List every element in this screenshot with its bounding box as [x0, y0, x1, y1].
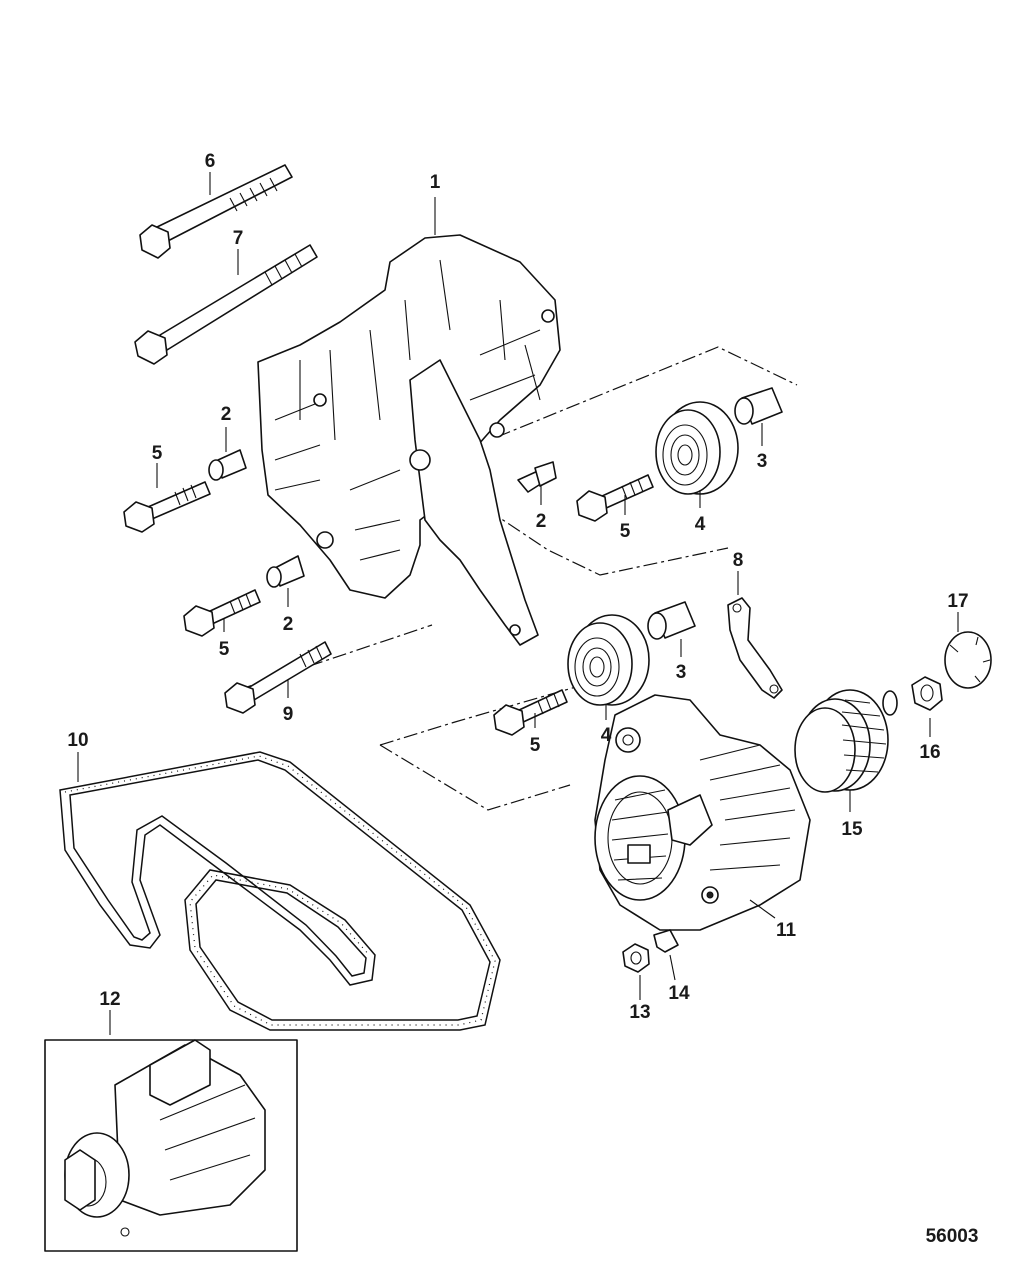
figure-number: 56003 — [926, 1226, 979, 1247]
callout-12: 12 — [99, 989, 120, 1010]
idler-pulley-4-lower — [567, 614, 650, 706]
callout-4-lower: 4 — [601, 725, 612, 746]
callout-4-upper: 4 — [695, 514, 706, 535]
adjusting-strap-8 — [727, 597, 783, 699]
callout-labels: 1 2 2 2 3 3 4 4 5 5 5 5 6 7 8 9 10 11 12… — [67, 151, 968, 1023]
callout-5-lower-right: 5 — [530, 735, 541, 756]
bolt-5-lower-right — [493, 689, 568, 736]
callout-16: 16 — [919, 742, 940, 763]
leader-lines — [77, 172, 959, 1035]
callout-3-upper: 3 — [757, 451, 768, 472]
callout-8: 8 — [733, 550, 744, 571]
callout-6: 6 — [205, 151, 216, 172]
spacer-2-upper — [208, 449, 247, 481]
clip-14 — [653, 929, 679, 953]
bolt-5-upper-left — [123, 481, 211, 533]
bolt-5-upper-right — [576, 474, 654, 522]
callout-11: 11 — [776, 920, 797, 941]
callout-10: 10 — [67, 730, 88, 751]
callout-2-lower-left: 2 — [283, 614, 294, 635]
callout-5-lower-left: 5 — [219, 639, 230, 660]
callout-1: 1 — [430, 172, 441, 193]
callout-2-right: 2 — [536, 511, 547, 532]
callout-13: 13 — [629, 1002, 650, 1023]
callout-15: 15 — [841, 819, 863, 840]
nut-13 — [622, 943, 650, 973]
bolt-6 — [139, 164, 293, 259]
callout-7: 7 — [233, 228, 244, 249]
alternator-11 — [594, 694, 811, 931]
alternator-pulley-15 — [794, 689, 889, 793]
serpentine-belt-10 — [59, 751, 501, 1031]
mounting-bracket-1 — [257, 234, 561, 646]
bolt-7 — [134, 244, 318, 365]
bolt-5-lower-left — [183, 589, 261, 637]
callout-14: 14 — [668, 983, 690, 1004]
spacer-2-right — [517, 461, 557, 493]
spacer-3-upper — [734, 387, 783, 425]
nut-washer-16 — [882, 676, 943, 716]
callout-5-upper-left: 5 — [152, 443, 163, 464]
callout-5-upper-right: 5 — [620, 521, 631, 542]
spacer-2-lower — [266, 555, 305, 588]
callout-3-lower: 3 — [676, 662, 687, 683]
bolt-9 — [224, 641, 332, 714]
idler-pulley-4-upper — [655, 401, 739, 495]
spacer-3-lower — [647, 601, 696, 640]
pulley-cover-17 — [944, 631, 992, 689]
callout-2-upper-left: 2 — [221, 404, 232, 425]
starter-motor-12-inset — [44, 1039, 298, 1252]
callout-17: 17 — [947, 591, 968, 612]
callout-9: 9 — [283, 704, 294, 725]
